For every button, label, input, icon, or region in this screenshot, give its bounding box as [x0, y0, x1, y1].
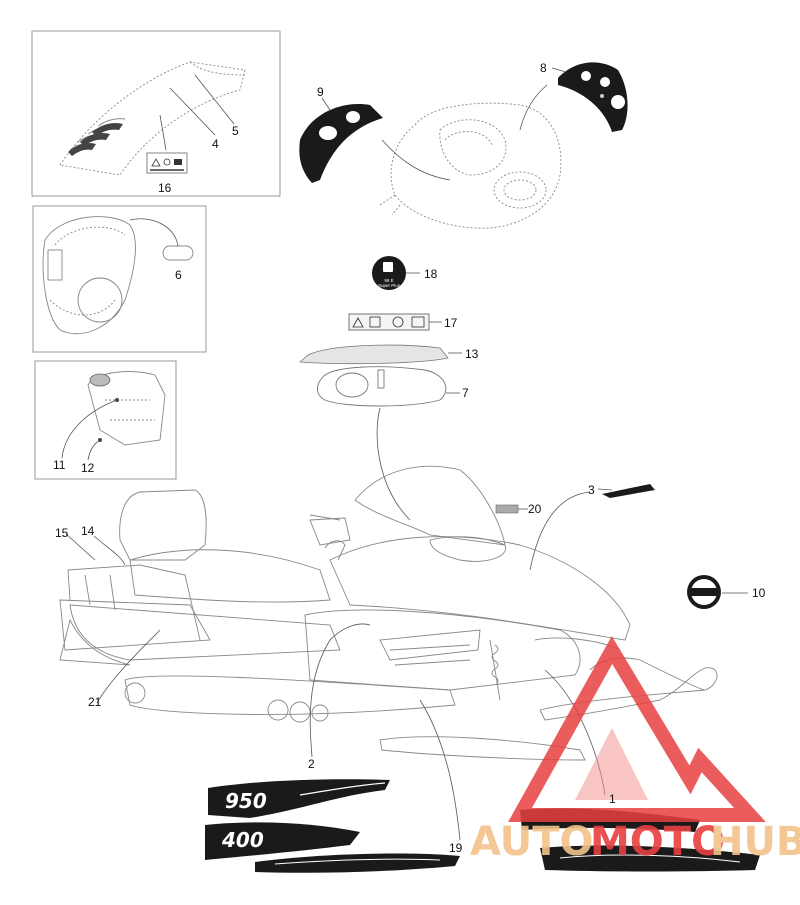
watermark-text: AUTO MOTO HUB: [470, 819, 800, 865]
callout-1: 1: [609, 792, 616, 806]
emblem-10: [687, 575, 721, 609]
decal-3: [602, 484, 655, 498]
snowmobile-drawing: [59, 465, 718, 761]
callout-2: 2: [308, 757, 315, 771]
watermark-part2: MOTO: [590, 819, 725, 865]
callout-8: 8: [540, 61, 547, 75]
dash-pod-drawing: [379, 84, 562, 229]
watermark-logo: [508, 636, 766, 822]
callout-4: 4: [212, 137, 219, 151]
callout-5: 5: [232, 124, 239, 138]
callout-6: 6: [175, 268, 182, 282]
callout-20: 20: [528, 502, 542, 516]
decal-20: [495, 504, 519, 514]
decal-9: [299, 104, 383, 183]
decal-strip-long: [255, 853, 460, 873]
dash-panel-7: [317, 366, 447, 407]
model-950-text: 950: [225, 789, 267, 813]
callout-11: 11: [53, 458, 66, 472]
watermark-part3: HUB: [710, 819, 800, 865]
inset-box-reservoir: [34, 360, 177, 480]
callout-3: 3: [588, 483, 595, 497]
warning-strip-17: [348, 313, 430, 331]
model-400-text: 400: [221, 828, 264, 852]
callout-16: 16: [158, 181, 172, 195]
callout-10: 10: [752, 586, 766, 600]
callout-13: 13: [465, 347, 479, 361]
callout-7: 7: [462, 386, 469, 400]
callout-14: 14: [81, 524, 95, 538]
callout-9: 9: [317, 85, 324, 99]
callout-19: 19: [449, 841, 463, 855]
fuel-badge-line2: Super Plus: [378, 283, 401, 288]
watermark-part1: AUTO: [470, 819, 594, 865]
decal-strip-950: 950: [208, 779, 390, 818]
callout-21: 21: [88, 695, 102, 709]
callout-17: 17: [444, 316, 458, 330]
decal-6: [162, 245, 194, 261]
decal-8: [558, 62, 628, 132]
reservoir-drawing: [61, 371, 166, 461]
warning-label-16: [146, 152, 188, 174]
belt-guard-drawing: [42, 216, 194, 335]
inset-box-belt-guard: [32, 205, 207, 353]
strip-13: [299, 344, 449, 365]
fuel-badge-line1: 98 E: [384, 278, 393, 283]
callout-15: 15: [55, 526, 69, 540]
inset-box-hood: [31, 30, 281, 197]
decal-strip-400: 400: [205, 822, 360, 860]
callout-12: 12: [81, 461, 95, 475]
fuel-badge-18: 98 E Super Plus: [372, 256, 406, 290]
hood-cover-drawing: [59, 61, 246, 176]
callout-18: 18: [424, 267, 438, 281]
